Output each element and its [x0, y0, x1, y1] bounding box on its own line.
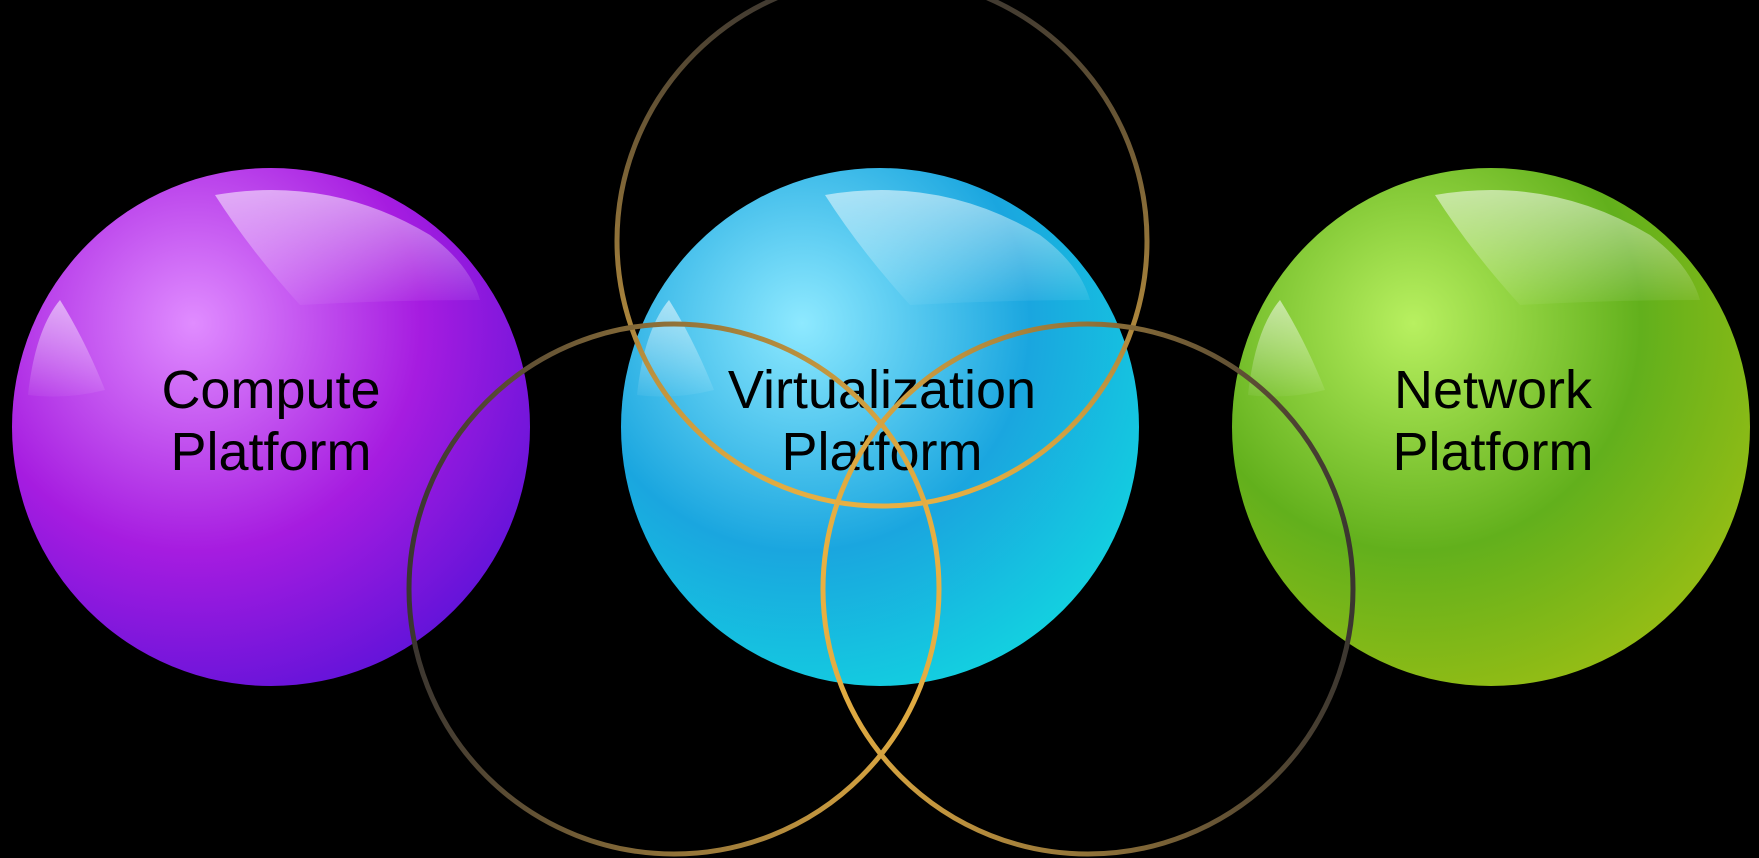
sphere-compute: Compute Platform	[12, 168, 530, 686]
sphere-network-side-gloss	[1248, 300, 1325, 397]
sphere-compute-label-line1: Compute	[161, 360, 380, 420]
sphere-virtualization-gloss	[825, 190, 1090, 305]
sphere-virtualization-label-line2: Platform	[781, 422, 982, 482]
sphere-network-gloss	[1435, 190, 1700, 305]
sphere-virtualization-label-line1: Virtualization	[728, 360, 1036, 420]
ring-top	[614, 0, 1150, 509]
sphere-network-label-line2: Platform	[1392, 422, 1593, 482]
sphere-network-label-line1: Network	[1394, 360, 1593, 420]
ring-bottom-right	[820, 321, 1356, 857]
sphere-compute-gloss	[215, 190, 480, 305]
sphere-network: Network Platform	[1232, 168, 1750, 686]
ring-bottom-left	[406, 321, 942, 857]
sphere-compute-side-gloss	[28, 300, 105, 397]
sphere-compute-label-line2: Platform	[170, 422, 371, 482]
